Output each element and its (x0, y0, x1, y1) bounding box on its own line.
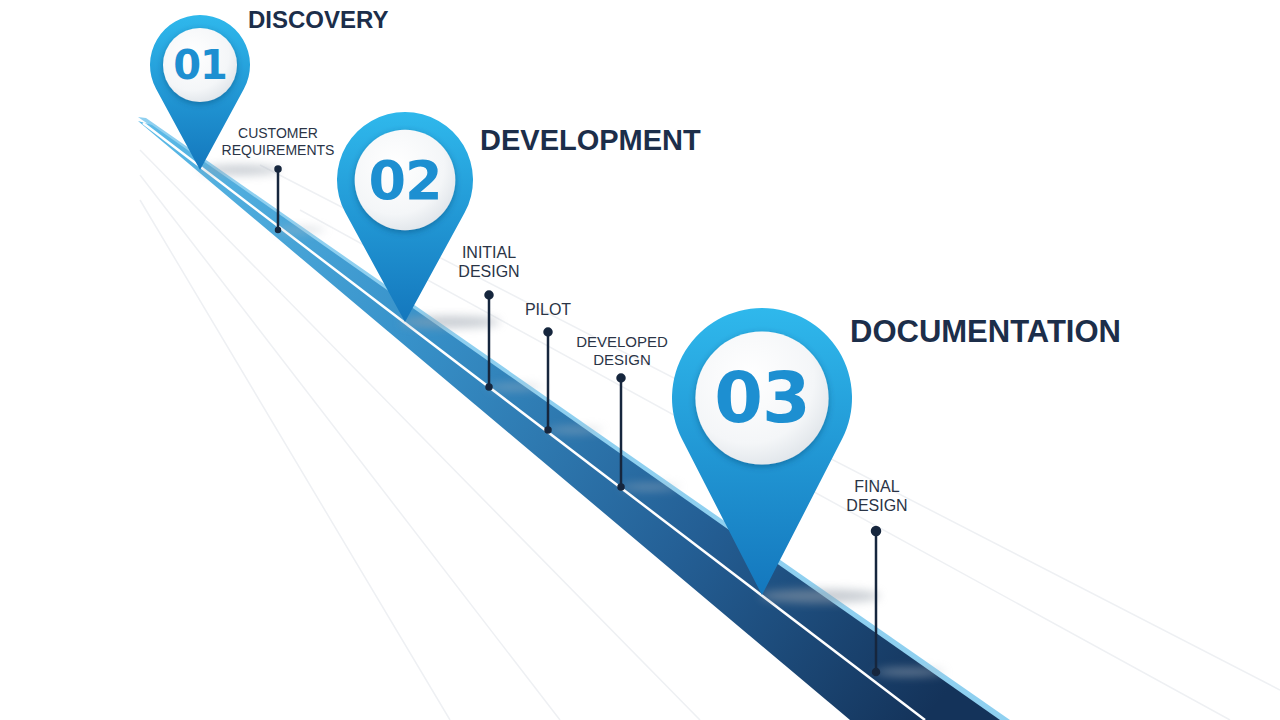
location-pin: 03DOCUMENTATION (672, 308, 852, 595)
pin-inner-circle (695, 331, 828, 464)
pin-inner-circle (355, 130, 456, 231)
step-number: 02 (368, 149, 441, 212)
road (138, 121, 1000, 720)
number-holder: 03 (672, 308, 852, 488)
phase-heading: DEVELOPMENT (480, 124, 701, 157)
milestone-label: INITIAL DESIGN (434, 244, 544, 282)
number-holder: 01 (150, 15, 250, 115)
phase-heading: DISCOVERY (248, 6, 388, 34)
phase-heading: DOCUMENTATION (850, 314, 1121, 350)
pin-shape (337, 112, 473, 322)
milestone-shadows (275, 227, 945, 676)
milestone-label: PILOT (508, 301, 588, 320)
step-number: 01 (173, 42, 227, 88)
milestone-label: DEVELOPED DESIGN (567, 333, 677, 368)
step-number: 03 (714, 357, 809, 439)
pin-body (337, 112, 473, 322)
number-holder: 02 (337, 112, 473, 248)
milestone-label: CUSTOMER REQUIREMENTS (216, 125, 340, 158)
pin-shape (672, 308, 852, 595)
location-pin: 02DEVELOPMENT (337, 112, 473, 322)
pin-shadows (200, 165, 880, 603)
pin-body (672, 308, 852, 595)
road-edge (138, 117, 1010, 720)
pin-inner-circle (163, 28, 237, 102)
milestone-label: FINAL DESIGN (822, 478, 932, 516)
road-center-line (143, 123, 925, 720)
